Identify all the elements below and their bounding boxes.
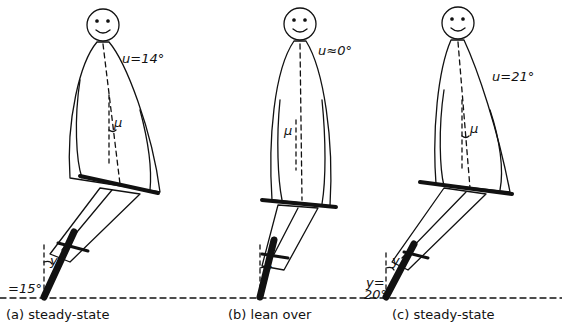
figure-label: (a) steady-state (6, 308, 109, 322)
figure-label: (b) lean over (228, 308, 311, 322)
figure-label: (c) steady-state (392, 308, 495, 322)
figure-label: u=21° (492, 70, 534, 84)
figure-label: μ (284, 124, 292, 138)
figure-label: y (50, 254, 58, 268)
figure-label: μ (470, 122, 478, 136)
figure-label: =15° (8, 282, 42, 296)
figure-label: u=14° (122, 52, 164, 66)
figure-label: 20° (364, 288, 387, 302)
figure-label: u≈0° (318, 44, 352, 58)
figure-label: μ (114, 116, 122, 130)
figure-label: y (392, 254, 400, 268)
figure-label: y (264, 262, 272, 276)
